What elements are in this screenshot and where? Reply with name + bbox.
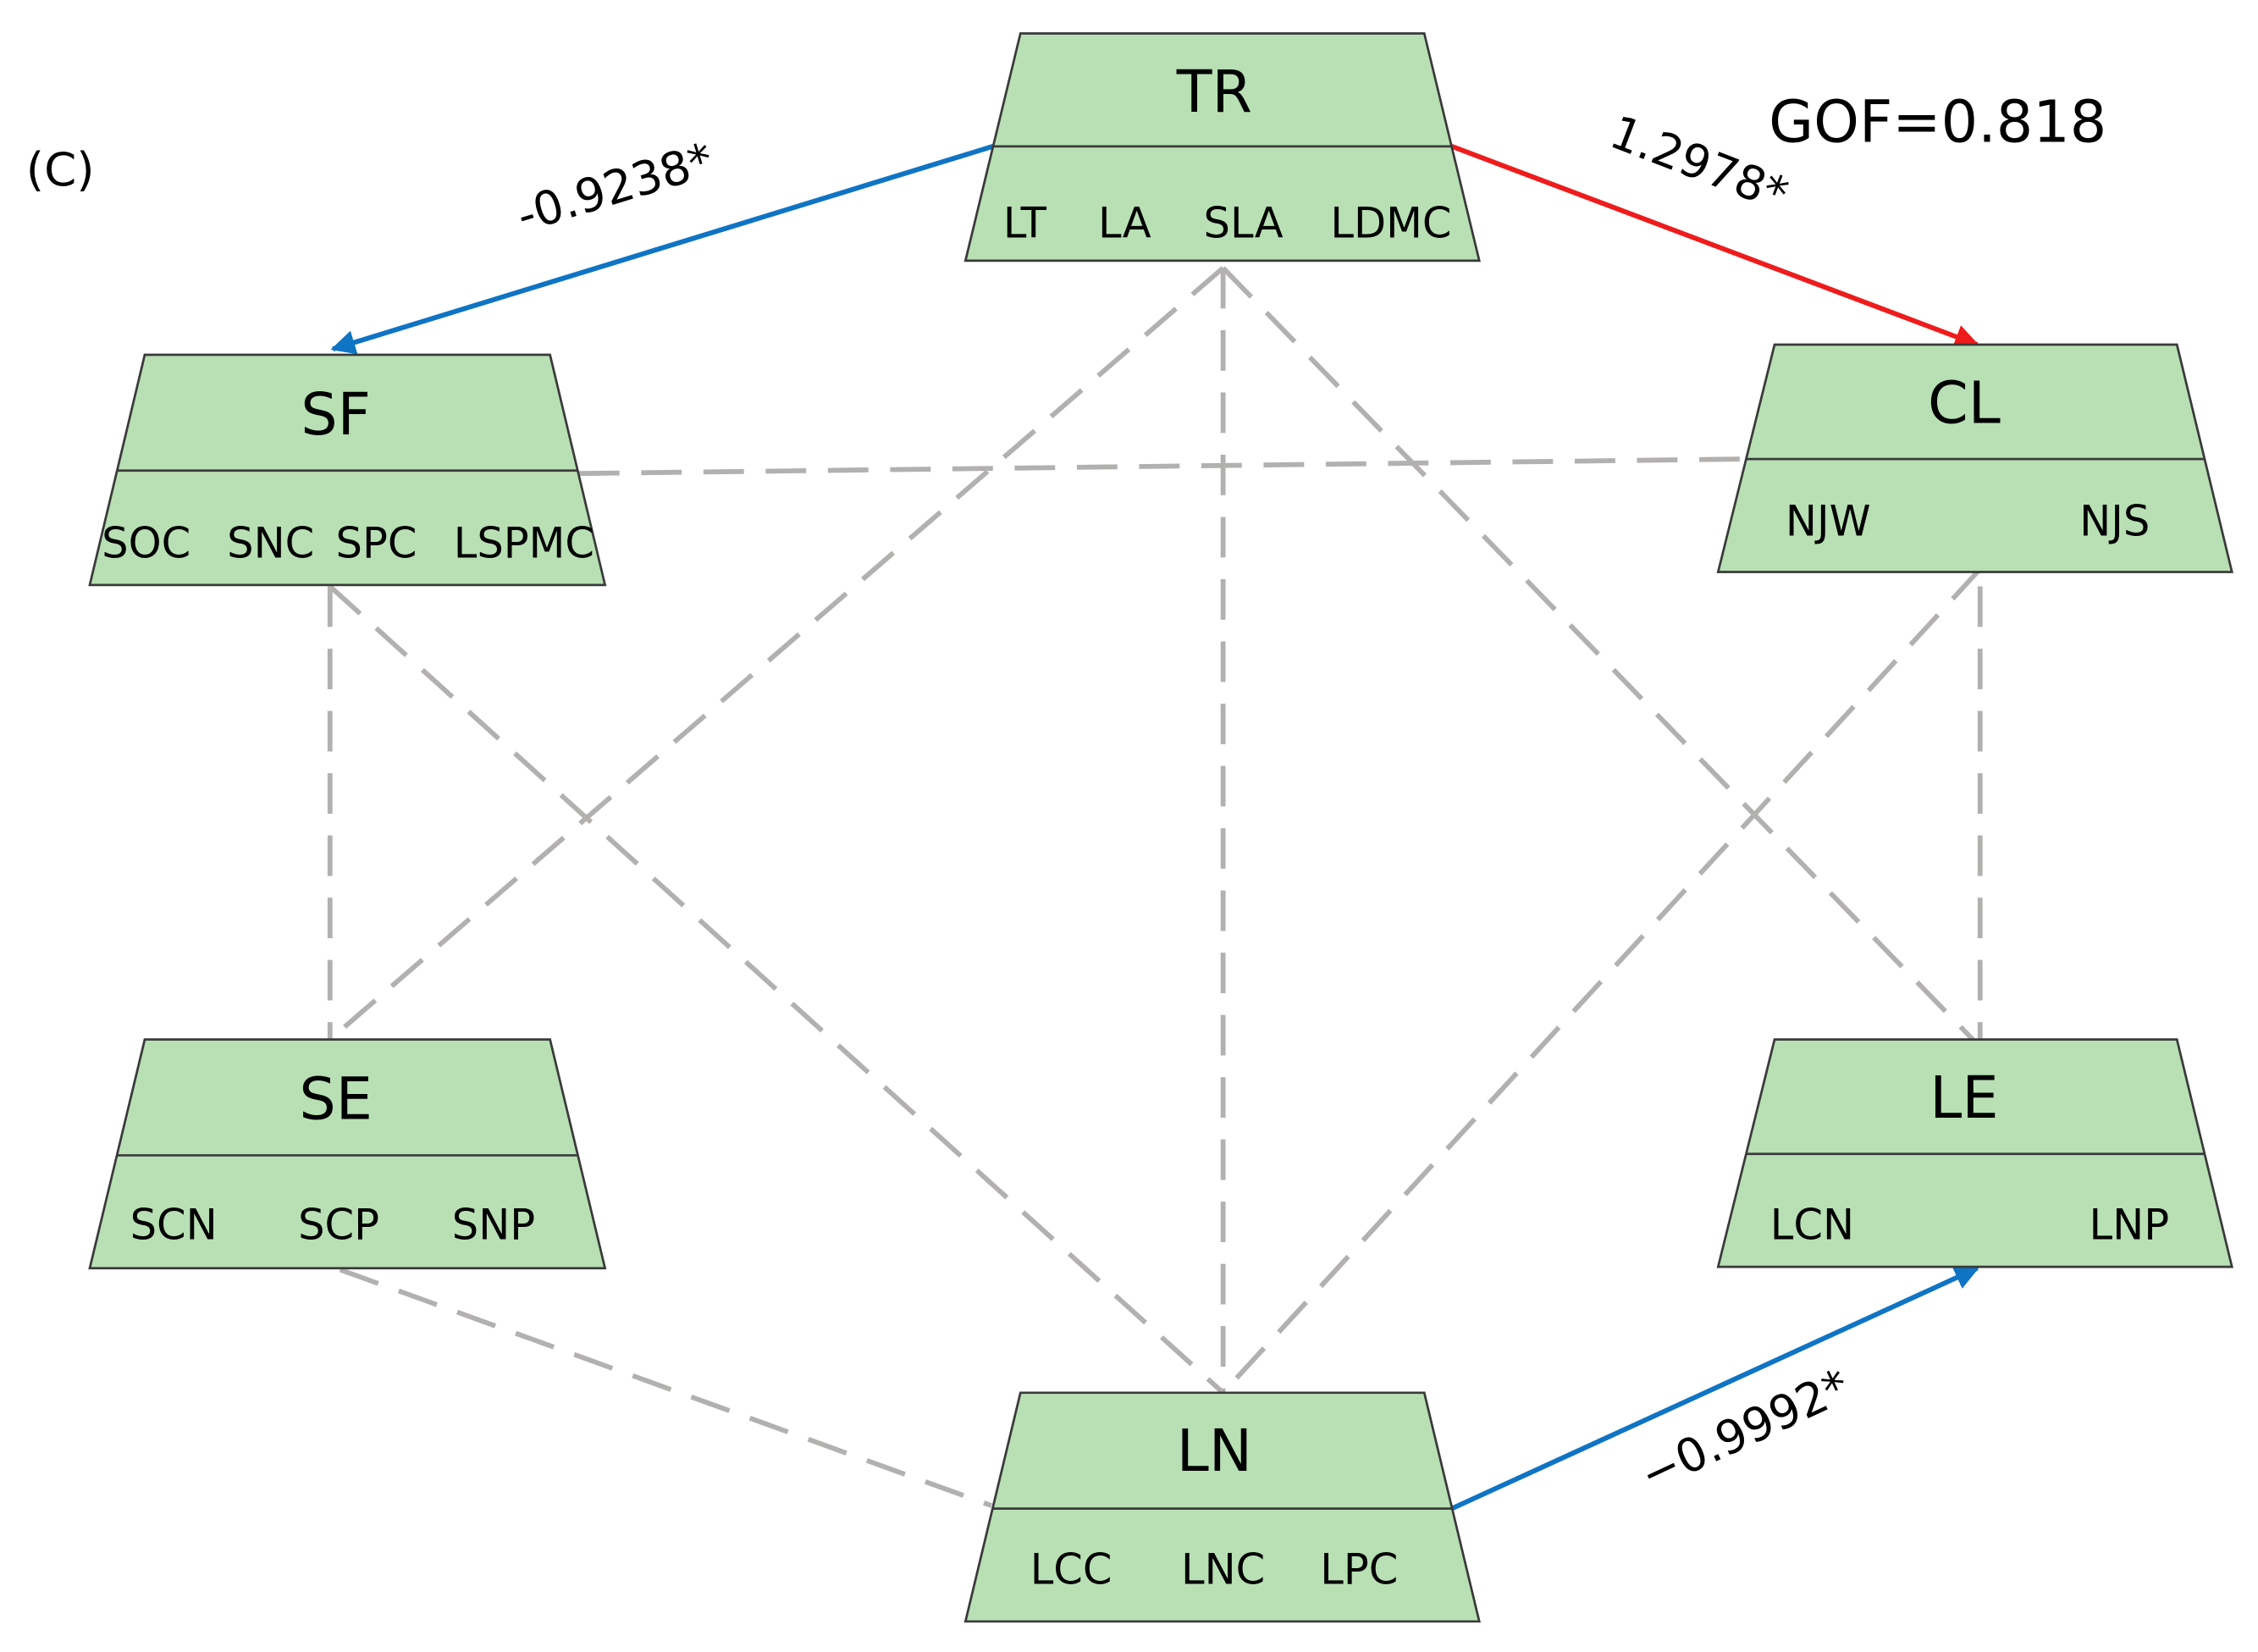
node-cl-title: CL xyxy=(1928,370,2001,437)
dashed-link-tr-le xyxy=(1221,266,1975,1041)
dashed-link-se-ln xyxy=(339,1267,993,1508)
panel-label: (C) xyxy=(26,142,95,196)
node-ln: LN LCC LNC LPC xyxy=(963,1391,1481,1623)
arrow-ln-le xyxy=(1450,1266,1979,1511)
significant-paths xyxy=(330,144,1980,1511)
dashed-link-sf-ln xyxy=(328,584,1225,1395)
node-ln-item: LPC xyxy=(1320,1544,1398,1594)
node-ln-title: LN xyxy=(1177,1418,1252,1485)
node-le-item: LCN xyxy=(1770,1201,1854,1250)
node-tr: TR LT LA SLA LDMC xyxy=(963,32,1481,262)
node-cl: CL NJW NJS xyxy=(1716,343,2233,573)
node-sf-item: LSPMC xyxy=(454,518,594,567)
dashed-link-tr-se xyxy=(328,266,1225,1041)
node-le-item: LNP xyxy=(2090,1201,2170,1250)
node-sf-item: SNC xyxy=(227,518,314,567)
node-tr-item: SLA xyxy=(1203,199,1283,248)
gof-label: GOF=0.818 xyxy=(1769,90,2106,157)
node-sf-item: SPC xyxy=(336,518,417,567)
dashed-link-cl-ln xyxy=(1221,567,1982,1395)
node-ln-item: LNC xyxy=(1181,1544,1265,1594)
node-cl-item: NJW xyxy=(1786,497,1871,546)
node-sf-title: SF xyxy=(301,382,371,449)
node-se-item: SNP xyxy=(452,1201,535,1250)
node-tr-item: LDMC xyxy=(1330,199,1451,248)
node-le-title: LE xyxy=(1930,1065,1998,1132)
node-cl-item: NJS xyxy=(2079,497,2150,546)
node-ln-item: LCC xyxy=(1030,1544,1112,1594)
node-tr-item: LA xyxy=(1098,199,1151,248)
coef-tr-cl: 1.2978* xyxy=(1604,105,1796,222)
arrow-tr-cl xyxy=(1450,144,1980,349)
node-sf-item: SOC xyxy=(102,518,190,567)
node-le: LE LCN LNP xyxy=(1716,1038,2233,1268)
dashed-link-sf-cl xyxy=(578,456,1745,477)
nonsignificant-links xyxy=(327,266,1983,1508)
arrow-tr-sf xyxy=(330,144,994,355)
coef-ln-le: −0.9992* xyxy=(1631,1358,1858,1502)
node-se-title: SE xyxy=(299,1067,373,1134)
node-tr-item: LT xyxy=(1003,199,1047,248)
node-se-item: SCP xyxy=(298,1201,379,1250)
node-se-item: SCN xyxy=(130,1201,218,1250)
coef-tr-sf: -0.9238* xyxy=(511,132,720,243)
node-tr-title: TR xyxy=(1176,59,1252,126)
node-sf: SF SOC SNC SPC LSPMC xyxy=(88,353,607,587)
node-se: SE SCN SCP SNP xyxy=(88,1038,607,1270)
